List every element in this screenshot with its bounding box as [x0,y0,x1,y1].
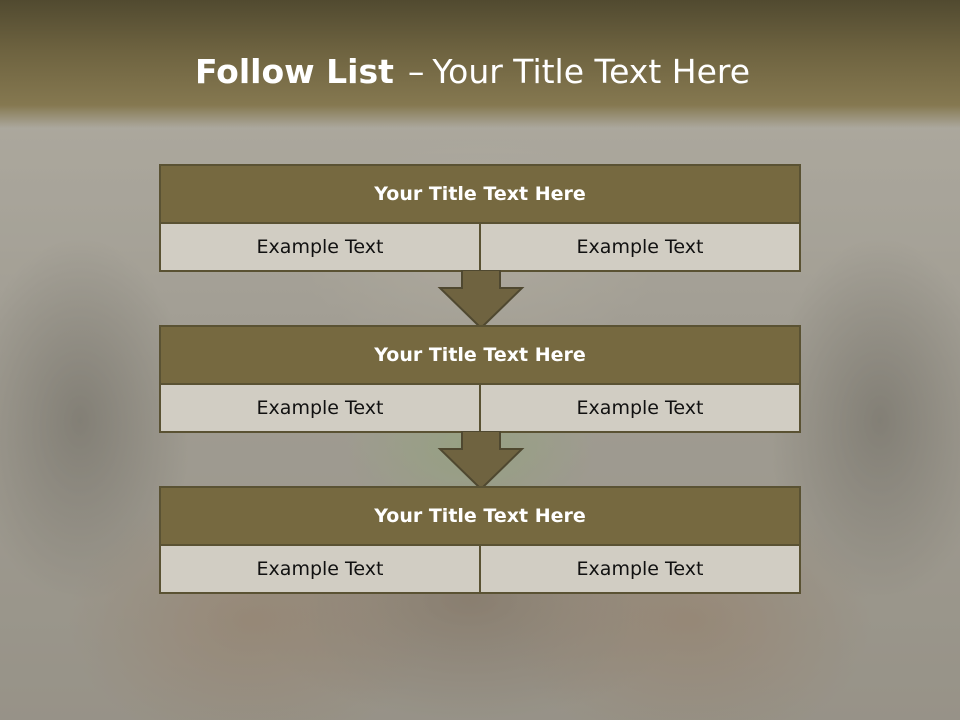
step-cell-left: Example Text [161,385,479,431]
step-cell-left: Example Text [161,224,479,270]
down-arrow-icon [437,431,525,491]
step-title: Your Title Text Here [161,166,799,224]
title-rest: Your Title Text Here [432,52,751,91]
title-bold: Follow List [194,52,394,91]
title-separator: – [407,52,425,91]
step-row: Example Text Example Text [161,224,799,270]
step-row: Example Text Example Text [161,546,799,592]
title-bar [0,0,960,128]
step-cell-right: Example Text [479,546,799,592]
step-cell-right: Example Text [479,224,799,270]
step-block-2: Your Title Text Here Example Text Exampl… [159,325,801,433]
step-row: Example Text Example Text [161,385,799,431]
step-title: Your Title Text Here [161,327,799,385]
step-title: Your Title Text Here [161,488,799,546]
step-block-1: Your Title Text Here Example Text Exampl… [159,164,801,272]
down-arrow-icon [437,270,525,330]
step-block-3: Your Title Text Here Example Text Exampl… [159,486,801,594]
step-cell-left: Example Text [161,546,479,592]
step-cell-right: Example Text [479,385,799,431]
slide-title: Follow List–Your Title Text Here [0,52,945,91]
